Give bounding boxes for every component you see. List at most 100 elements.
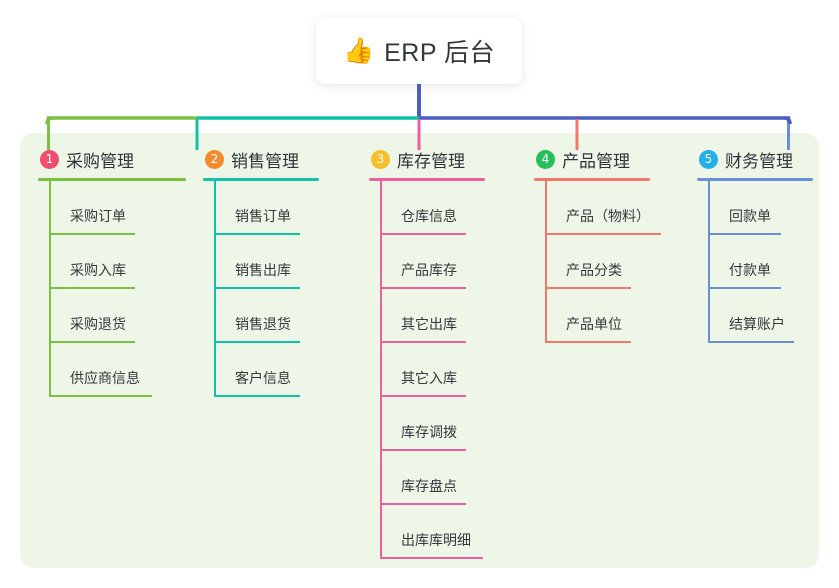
list-item[interactable]: 其它出库 <box>369 289 485 343</box>
branch-spine <box>545 181 547 343</box>
list-item[interactable]: 产品分类 <box>534 235 650 289</box>
branch-header-rule <box>203 178 319 181</box>
branch-header-rule <box>534 178 650 181</box>
list-item-rule <box>545 233 661 235</box>
list-item-label: 产品单位 <box>566 316 622 332</box>
branch-header-rule <box>369 178 485 181</box>
root-node-title: ERP 后台 <box>384 39 496 67</box>
branch-header[interactable]: 2 销售管理 <box>203 146 319 172</box>
branch-spine <box>380 181 382 559</box>
branch-title: 库存管理 <box>397 151 465 171</box>
list-item-label: 结算账户 <box>729 316 785 332</box>
branch-children: 销售订单 销售出库 销售退货 客户信息 <box>203 181 319 397</box>
list-item-label: 库存盘点 <box>401 478 457 494</box>
branch-column: 3 库存管理 仓库信息 产品库存 其它出库 其它入库 库存调拨 库存盘点 <box>369 146 485 559</box>
list-item[interactable]: 销售出库 <box>203 235 319 289</box>
list-item-rule <box>380 341 466 343</box>
list-item[interactable]: 出库库明细 <box>369 505 485 559</box>
list-item-label: 产品库存 <box>401 262 457 278</box>
list-item-label: 其它入库 <box>401 370 457 386</box>
branch-children: 采购订单 采购入库 采购退货 供应商信息 <box>38 181 186 397</box>
list-item-rule <box>545 341 631 343</box>
branch-header[interactable]: 1 采购管理 <box>38 146 186 172</box>
branch-number-badge: 4 <box>536 149 555 169</box>
branch-children: 产品（物料） 产品分类 产品单位 <box>534 181 661 343</box>
list-item-label: 付款单 <box>729 262 771 278</box>
list-item[interactable]: 回款单 <box>697 181 813 235</box>
list-item-rule <box>49 233 135 235</box>
list-item[interactable]: 销售订单 <box>203 181 319 235</box>
branch-number-badge: 2 <box>205 149 224 169</box>
list-item[interactable]: 采购入库 <box>38 235 186 289</box>
list-item-rule <box>214 395 300 397</box>
list-item-label: 采购入库 <box>70 262 126 278</box>
list-item[interactable]: 库存调拨 <box>369 397 485 451</box>
list-item-label: 销售出库 <box>235 262 291 278</box>
list-item-label: 仓库信息 <box>401 208 457 224</box>
branch-title: 财务管理 <box>725 151 793 171</box>
list-item-rule <box>49 341 135 343</box>
branch-header-rule <box>38 178 186 181</box>
list-item-rule <box>380 395 466 397</box>
list-item-rule <box>214 287 300 289</box>
branch-header-rule <box>697 178 813 181</box>
list-item[interactable]: 销售退货 <box>203 289 319 343</box>
list-item[interactable]: 其它入库 <box>369 343 485 397</box>
branch-number-badge: 5 <box>699 149 718 169</box>
list-item[interactable]: 结算账户 <box>697 289 813 343</box>
branch-number-badge: 3 <box>371 149 390 169</box>
branch-header[interactable]: 3 库存管理 <box>369 146 485 172</box>
list-item[interactable]: 产品单位 <box>534 289 650 343</box>
list-item-label: 出库库明细 <box>401 532 471 548</box>
list-item-rule <box>380 503 466 505</box>
branch-spine <box>214 181 216 397</box>
branch-spine <box>49 181 51 397</box>
list-item[interactable]: 仓库信息 <box>369 181 485 235</box>
list-item-rule <box>380 557 483 559</box>
list-item-rule <box>380 449 466 451</box>
list-item-rule <box>380 233 466 235</box>
list-item-rule <box>49 395 152 397</box>
list-item-rule <box>545 287 631 289</box>
list-item[interactable]: 库存盘点 <box>369 451 485 505</box>
list-item-label: 库存调拨 <box>401 424 457 440</box>
list-item-label: 供应商信息 <box>70 370 140 386</box>
list-item[interactable]: 客户信息 <box>203 343 319 397</box>
list-item-rule <box>708 341 794 343</box>
list-item[interactable]: 采购退货 <box>38 289 186 343</box>
branch-spine <box>708 181 710 343</box>
diagram-background-panel <box>20 133 819 568</box>
thumbs-up-icon: 👍 <box>342 36 375 65</box>
list-item-rule <box>708 233 781 235</box>
list-item[interactable]: 供应商信息 <box>38 343 186 397</box>
list-item-rule <box>214 341 300 343</box>
branch-title: 产品管理 <box>562 151 630 171</box>
branch-header[interactable]: 4 产品管理 <box>534 146 650 172</box>
list-item-rule <box>214 233 300 235</box>
list-item[interactable]: 采购订单 <box>38 181 186 235</box>
list-item-label: 回款单 <box>729 208 771 224</box>
branch-number-badge: 1 <box>40 149 59 169</box>
list-item-label: 其它出库 <box>401 316 457 332</box>
branch-column: 5 财务管理 回款单 付款单 结算账户 <box>697 146 813 343</box>
list-item-label: 产品（物料） <box>566 208 650 224</box>
list-item-label: 产品分类 <box>566 262 622 278</box>
list-item[interactable]: 产品（物料） <box>534 181 661 235</box>
list-item-rule <box>49 287 135 289</box>
branch-header[interactable]: 5 财务管理 <box>697 146 813 172</box>
list-item-label: 销售订单 <box>235 208 291 224</box>
list-item-label: 客户信息 <box>235 370 291 386</box>
list-item[interactable]: 付款单 <box>697 235 813 289</box>
branch-children: 仓库信息 产品库存 其它出库 其它入库 库存调拨 库存盘点 出库库明细 <box>369 181 485 559</box>
list-item-label: 采购退货 <box>70 316 126 332</box>
branch-column: 1 采购管理 采购订单 采购入库 采购退货 供应商信息 <box>38 146 186 397</box>
list-item[interactable]: 产品库存 <box>369 235 485 289</box>
branch-column: 2 销售管理 销售订单 销售出库 销售退货 客户信息 <box>203 146 319 397</box>
list-item-rule <box>380 287 466 289</box>
branch-children: 回款单 付款单 结算账户 <box>697 181 813 343</box>
list-item-label: 销售退货 <box>235 316 291 332</box>
branch-title: 采购管理 <box>66 151 134 171</box>
root-node-card[interactable]: 👍 ERP 后台 <box>316 18 522 84</box>
list-item-label: 采购订单 <box>70 208 126 224</box>
list-item-rule <box>708 287 781 289</box>
